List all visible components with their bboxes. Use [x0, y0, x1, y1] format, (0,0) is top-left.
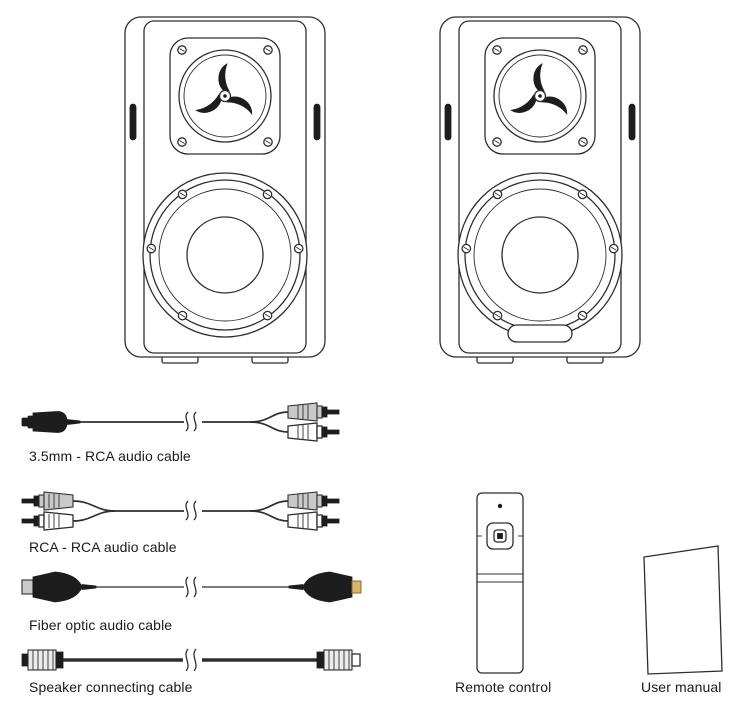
toslink-plug-right	[288, 571, 362, 603]
remote-control	[470, 490, 530, 676]
rca-plug-right-red	[287, 511, 340, 531]
right-speaker-illustration	[439, 16, 641, 364]
cable-rca-rca	[20, 487, 365, 535]
rca-plug-red	[287, 422, 340, 442]
rca-plug-left-red	[21, 511, 74, 531]
cable-speaker-connecting-illustration	[21, 648, 361, 672]
display-window	[507, 324, 573, 343]
rca-plug-white	[287, 402, 340, 422]
speaker-cable-connector-right	[316, 649, 361, 671]
cable-speaker-connecting-label: Speaker connecting cable	[29, 679, 193, 695]
tweeter-phase-plug	[510, 63, 568, 115]
cable-break-symbol	[185, 576, 197, 598]
cable-35mm-rca	[20, 398, 365, 446]
cable-break-symbol	[185, 648, 197, 672]
woofer	[142, 172, 308, 338]
remote-main-button	[486, 522, 514, 550]
user-manual	[637, 542, 729, 678]
rca-plug-left-white	[21, 491, 74, 511]
woofer	[457, 172, 623, 338]
remote-led-dot	[497, 503, 503, 509]
cable-speaker-connecting	[20, 645, 365, 675]
remote-control-illustration	[476, 492, 524, 674]
remote-control-label: Remote control	[455, 679, 552, 695]
cable-fiber-optic	[20, 567, 365, 607]
cable-break-symbol	[185, 411, 197, 432]
remote-body	[476, 492, 524, 674]
speaker-cable-connector-left	[21, 649, 64, 671]
tweeter	[484, 37, 596, 155]
cabinet-side-accent	[444, 103, 452, 141]
cable-fiber-optic-label: Fiber optic audio cable	[29, 617, 173, 633]
cable-rca-rca-label: RCA - RCA audio cable	[29, 539, 177, 555]
tweeter	[169, 37, 281, 155]
tweeter-phase-plug	[195, 63, 253, 115]
35mm-plug	[21, 411, 81, 433]
left-speaker-illustration	[124, 16, 326, 364]
user-manual-illustration	[643, 545, 723, 675]
cabinet-side-accent	[129, 103, 137, 141]
manual-cover	[643, 545, 723, 675]
user-manual-label: User manual	[641, 679, 722, 695]
cabinet-side-accent	[628, 103, 636, 141]
rca-plug-right-white	[287, 491, 340, 511]
cable-fiber-optic-illustration	[21, 571, 362, 603]
toslink-plug-left	[21, 571, 97, 603]
cable-35mm-rca-label: 3.5mm - RCA audio cable	[29, 448, 191, 464]
cable-35mm-rca-illustration	[21, 402, 340, 442]
cable-break-symbol	[185, 500, 197, 521]
left-speaker	[117, 12, 333, 366]
cable-rca-rca-illustration	[21, 491, 340, 531]
cabinet-side-accent	[313, 103, 321, 141]
right-speaker	[432, 12, 648, 366]
